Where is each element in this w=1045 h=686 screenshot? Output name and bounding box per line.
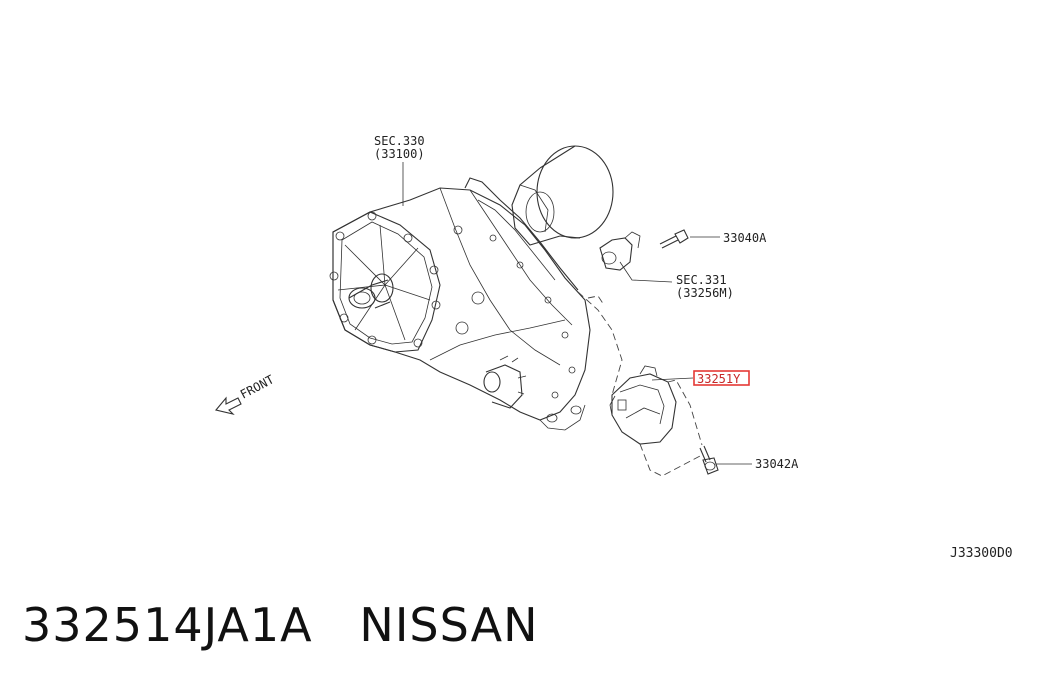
part-caption: 332514JA1A NISSAN	[22, 598, 539, 652]
bolt-33040a	[659, 229, 689, 249]
rear-output-cylinder	[511, 145, 614, 246]
label-33042a: 33042A	[755, 457, 799, 471]
front-indicator: FRONT	[215, 372, 276, 415]
label-33251y[interactable]: 33251Y	[697, 372, 741, 386]
sensor-bracket	[599, 231, 641, 271]
highlight-box-33251y	[693, 370, 750, 386]
output-shaft	[483, 355, 527, 409]
actuator-33251y[interactable]	[609, 365, 677, 445]
diagram-code: J33300D0	[950, 546, 1013, 561]
bolt-33042a	[699, 445, 719, 475]
arrow-left-down-icon	[215, 396, 242, 415]
label-front: FRONT	[238, 372, 276, 401]
transfer-case-housing	[329, 177, 591, 431]
actuator-outline-dashed	[577, 291, 703, 477]
leader-lines	[402, 162, 752, 465]
label-33040a: 33040A	[723, 231, 767, 245]
label-sec330: SEC.330	[374, 134, 425, 148]
label-sec330-ref: (33100)	[374, 147, 425, 161]
label-sec331: SEC.331	[676, 273, 727, 287]
label-sec331-ref: (33256M)	[676, 286, 734, 300]
